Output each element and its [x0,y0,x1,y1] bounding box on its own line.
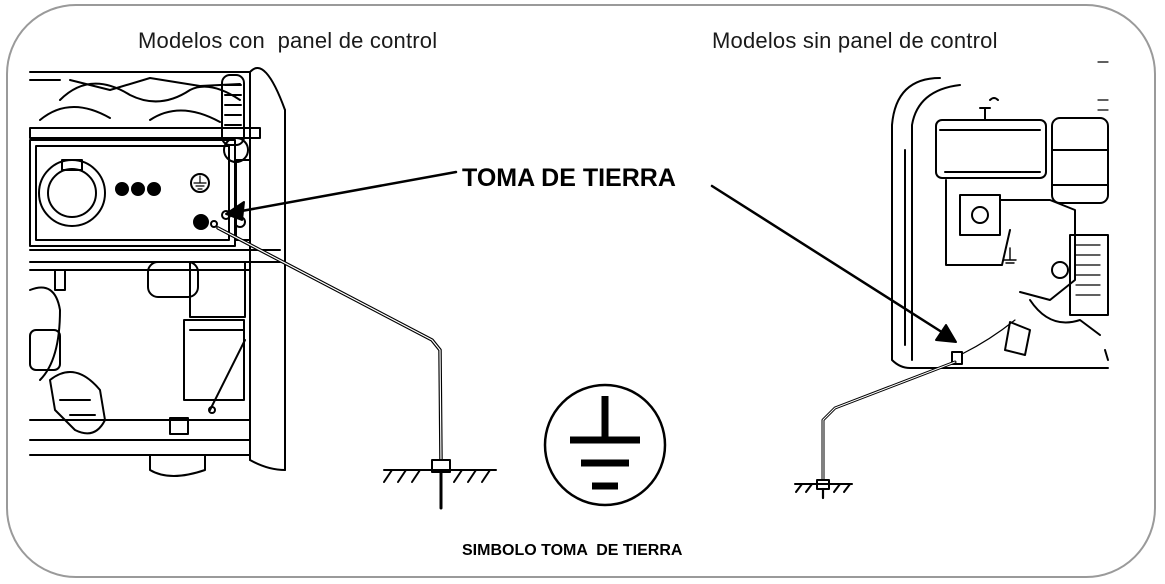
generator-with-panel [29,67,286,477]
ground-terminal-callout: TOMA DE TIERRA [462,164,676,192]
ground-rod-right [794,360,957,500]
callout-arrows [225,170,957,343]
earth-ground-symbol [543,383,667,507]
ground-symbol-caption: SIMBOLO TOMA DE TIERRA [462,542,683,559]
heading-with-control-panel: Modelos con panel de control [138,28,438,53]
heading-without-control-panel: Modelos sin panel de control [712,28,998,53]
rounded-frame [6,4,1156,578]
ground-rod-left [216,226,497,510]
generator-without-panel [891,61,1109,369]
